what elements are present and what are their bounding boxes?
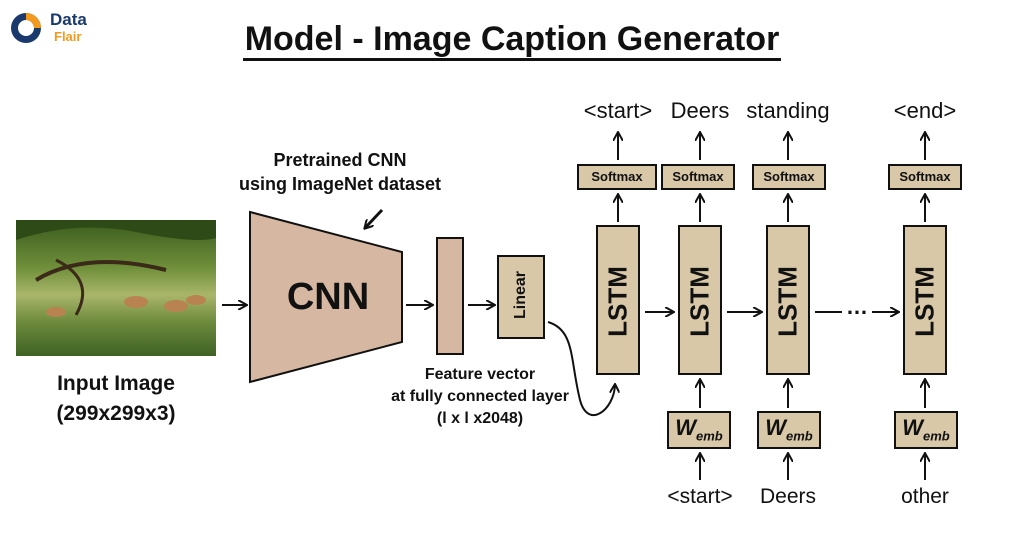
lstm-block-4: [903, 225, 947, 375]
wemb-box-3: [894, 411, 958, 449]
softmax-label-4: Softmax: [899, 169, 951, 184]
output-word-2: Deers: [670, 98, 730, 123]
wemb-main: W: [765, 415, 787, 440]
lstm-label-1: LSTM: [602, 266, 633, 337]
softmax-box-2: [661, 164, 735, 190]
wemb-box-1: [667, 411, 731, 449]
lstm-label-4: LSTM: [909, 266, 940, 337]
wemb-sub: emb: [923, 428, 950, 444]
wemb-main: W: [675, 415, 697, 440]
page-title: Model - Image Caption Generator: [0, 20, 1024, 61]
input-image-photo: [16, 220, 216, 356]
pretrained-pointer-arrow: [365, 208, 384, 228]
wemb-label-2: Wemb: [758, 415, 820, 443]
softmax-label-3: Softmax: [763, 169, 815, 184]
softmax-box-1: [577, 164, 657, 190]
input-word-2: Deers: [759, 485, 817, 508]
lstm-label-3: LSTM: [772, 266, 803, 337]
lstm-block-2: [678, 225, 722, 375]
dataflair-logo: Data Flair: [8, 8, 98, 48]
pretrained-cnn-line2: using ImageNet dataset: [238, 174, 442, 194]
wemb-label-1: Wemb: [668, 415, 730, 443]
feature-vector-line1: Feature vector: [424, 366, 536, 383]
title-text: Model - Image Caption Generator: [242, 20, 782, 61]
logo-mark-icon: [11, 13, 41, 43]
feature-vector-block: [436, 237, 464, 355]
softmax-box-4: [888, 164, 962, 190]
input-word-3: other: [901, 485, 949, 508]
logo-text-flair: Flair: [54, 29, 82, 44]
wemb-box-2: [757, 411, 821, 449]
cnn-block: [249, 210, 403, 384]
feature-vector-line3: (l x l x2048): [436, 410, 524, 427]
lstm-label-2: LSTM: [684, 266, 715, 337]
pretrained-cnn-line1: Pretrained CNN: [273, 150, 407, 170]
lstm-block-1: [596, 225, 640, 375]
ellipsis: …: [846, 294, 868, 319]
output-word-3: standing: [746, 98, 830, 123]
output-word-1: <start>: [583, 98, 653, 123]
input-image-dims: (299x299x3): [56, 402, 176, 425]
feature-vector-line2: at fully connected layer: [391, 388, 569, 405]
softmax-box-3: [752, 164, 826, 190]
wemb-label-3: Wemb: [895, 415, 957, 443]
cnn-label: CNN: [286, 276, 370, 318]
input-image-label: Input Image: [57, 372, 175, 395]
output-word-4: <end>: [893, 98, 957, 123]
linear-label: Linear: [512, 271, 529, 320]
logo-text-data: Data: [50, 10, 87, 29]
lstm-block-3: [766, 225, 810, 375]
wemb-sub: emb: [786, 428, 813, 444]
softmax-label-2: Softmax: [672, 169, 724, 184]
wemb-main: W: [902, 415, 924, 440]
linear-block: [497, 255, 545, 339]
wemb-sub: emb: [696, 428, 723, 444]
arrow-linear-to-lstm: [547, 321, 615, 416]
input-word-1: <start>: [667, 485, 733, 508]
softmax-label-1: Softmax: [591, 169, 643, 184]
